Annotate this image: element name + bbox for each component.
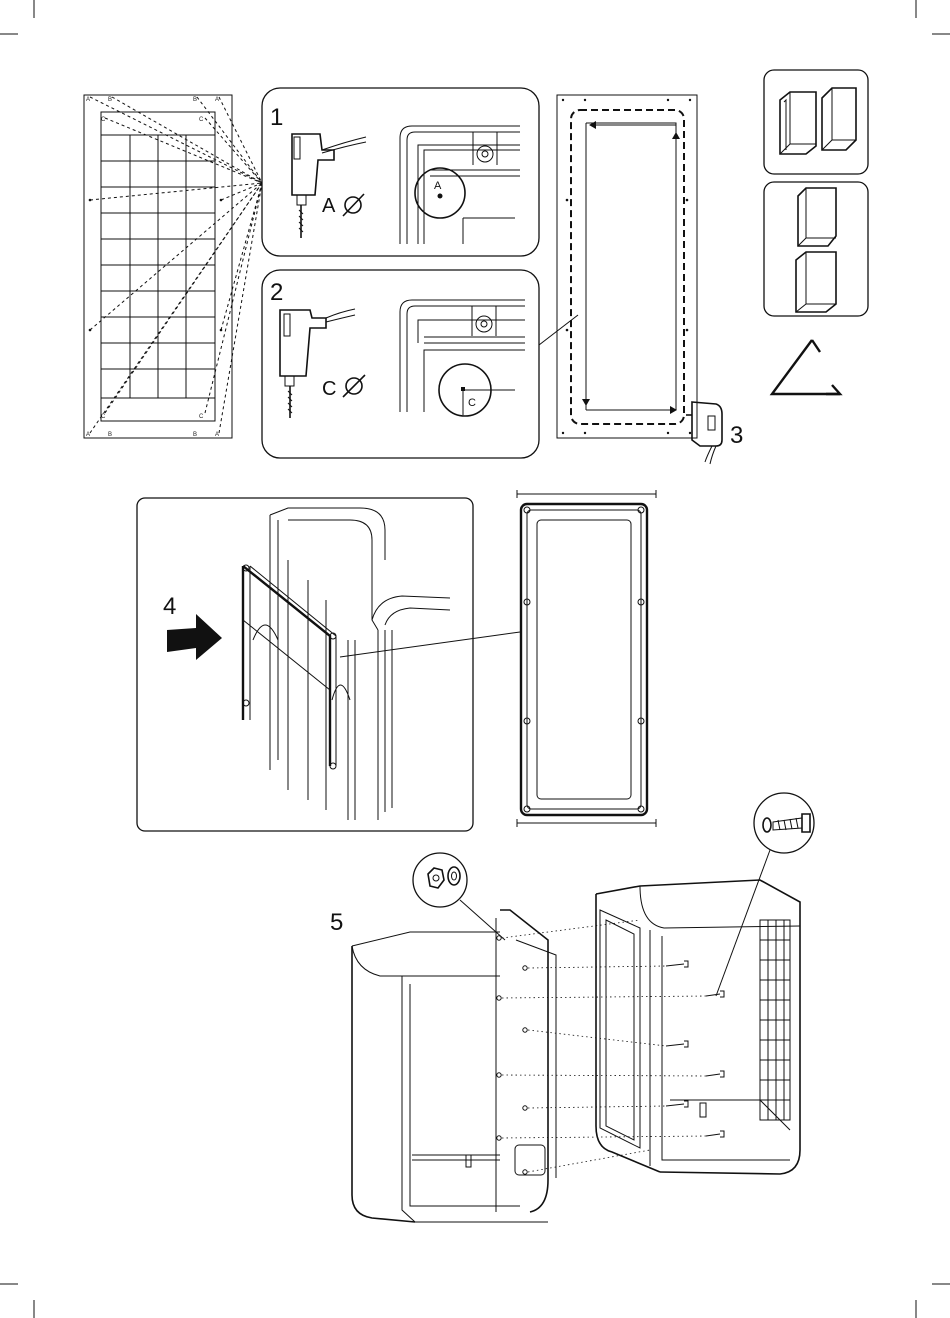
gasket-tool — [686, 402, 722, 464]
step2-panel: 2 C C — [262, 270, 539, 458]
hole-callout-c: C — [468, 397, 476, 409]
enclosure-door — [352, 910, 556, 1222]
step1-number: 1 — [270, 104, 283, 131]
mark-a: A — [86, 97, 90, 103]
drill-size-c: C — [322, 378, 336, 400]
mark-b: B — [193, 432, 197, 438]
mark-a: A — [215, 432, 219, 438]
nut-washer-icon — [413, 853, 467, 907]
enclosure-grid — [760, 920, 790, 1120]
hole-callout-a: A — [434, 180, 442, 192]
mounting-plate-left: A B B A C C C C A B B A — [84, 95, 262, 438]
gasket-corner-box-bottom — [764, 182, 868, 316]
step2-number: 2 — [270, 279, 283, 306]
step4-panel: 4 — [137, 498, 473, 831]
mark-c: C — [101, 414, 106, 420]
door-front-view — [517, 490, 656, 827]
mark-a: A — [215, 97, 219, 103]
mark-c: C — [199, 117, 204, 123]
mark-c: C — [199, 414, 204, 420]
mark-b: B — [108, 432, 112, 438]
step4-number: 4 — [163, 593, 176, 620]
step5-number: 5 — [330, 909, 343, 936]
drill-size-a: A — [322, 195, 336, 217]
bolt-washer-icon — [754, 793, 814, 853]
leader-line — [539, 315, 578, 345]
gasket-corner-box-top — [764, 70, 868, 174]
mark-b: B — [193, 97, 197, 103]
mark-b: B — [108, 97, 112, 103]
leader-line — [460, 900, 505, 940]
mounting-plate-right: 3 — [557, 95, 743, 464]
leader-line — [716, 850, 770, 996]
triangle-icon — [772, 340, 840, 394]
step3-number: 3 — [730, 422, 743, 449]
step1-panel: 1 A A — [262, 88, 539, 256]
alignment-lines — [502, 920, 706, 1172]
enclosure-body — [596, 880, 800, 1174]
mark-a: A — [86, 432, 90, 438]
hinge-bolts — [666, 961, 724, 1137]
